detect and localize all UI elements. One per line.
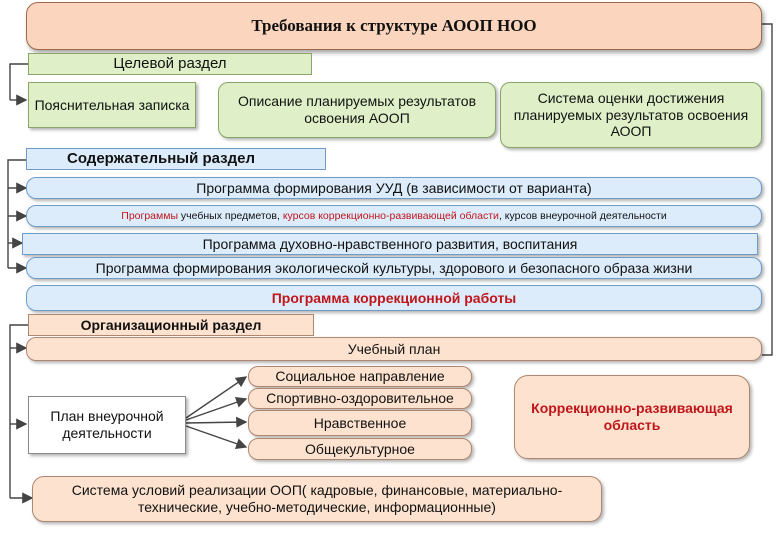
direction-cultural: Общекультурное bbox=[248, 438, 472, 460]
curriculum-box: Учебный план bbox=[26, 337, 762, 361]
title-text: Требования к структуре АООП НОО bbox=[251, 15, 537, 35]
correction-area-box: Коррекционно-развивающая область bbox=[514, 375, 750, 459]
direction-social: Социальное направление bbox=[248, 366, 472, 387]
content-section-label: Содержательный раздел bbox=[67, 150, 256, 167]
ecology-program-box: Программа формирования экологической кул… bbox=[26, 257, 762, 279]
content-section-header: Содержательный раздел bbox=[26, 148, 326, 170]
conditions-box: Система условий реализации ООП( кадровые… bbox=[32, 476, 602, 522]
spiritual-program-text: Программа духовно-нравственного развития… bbox=[202, 235, 578, 252]
planned-results-box: Описание планируемых результатов освоени… bbox=[218, 82, 496, 138]
spiritual-program-box: Программа духовно-нравственного развития… bbox=[22, 233, 758, 255]
extracurricular-plan-box: План внеурочной деятельности bbox=[28, 396, 186, 454]
org-section-header: Организационный раздел bbox=[28, 314, 314, 336]
curriculum-text: Учебный план bbox=[347, 340, 441, 357]
correction-program-box: Программа коррекционной работы bbox=[26, 285, 762, 311]
direction-cultural-text: Общекультурное bbox=[305, 440, 415, 457]
subjects-correction-courses: курсов коррекционно-развивающей области bbox=[282, 209, 499, 222]
extracurricular-plan-text: План внеурочной деятельности bbox=[50, 408, 164, 441]
uud-program-box: Программа формирования УУД (в зависимост… bbox=[26, 177, 762, 199]
explanatory-note-text: Пояснительная записка bbox=[34, 96, 190, 113]
assessment-system-text: Система оценки достижения планируемых ре… bbox=[513, 89, 749, 140]
assessment-system-box: Система оценки достижения планируемых ре… bbox=[500, 82, 762, 148]
uud-program-text: Программа формирования УУД (в зависимост… bbox=[196, 179, 592, 196]
target-section-label: Целевой раздел bbox=[113, 55, 227, 72]
planned-results-text: Описание планируемых результатов освоени… bbox=[237, 93, 477, 126]
subjects-program-box: Программы учебных предметов, курсов корр… bbox=[26, 205, 762, 227]
correction-program-text: Программа коррекционной работы bbox=[271, 289, 517, 306]
correction-area-text: Коррекционно-развивающая область bbox=[531, 400, 733, 433]
subjects-prefix: Программы bbox=[121, 209, 178, 222]
direction-moral: Нравственное bbox=[248, 410, 472, 436]
direction-moral-text: Нравственное bbox=[313, 414, 407, 431]
subjects-tail: , курсов внеурочной деятельности bbox=[498, 209, 667, 222]
conditions-text: Система условий реализации ООП( кадровые… bbox=[71, 482, 563, 515]
org-section-label: Организационный раздел bbox=[80, 316, 262, 333]
target-section-header: Целевой раздел bbox=[28, 53, 312, 75]
subjects-mid: учебных предметов, bbox=[178, 209, 283, 222]
direction-sports-health-text: Спортивно-оздоровительное bbox=[266, 390, 454, 407]
direction-social-text: Социальное направление bbox=[275, 368, 445, 385]
explanatory-note-box: Пояснительная записка bbox=[28, 82, 196, 128]
page-title: Требования к структуре АООП НОО bbox=[26, 2, 762, 50]
ecology-program-text: Программа формирования экологической кул… bbox=[95, 259, 693, 276]
direction-sports-health: Спортивно-оздоровительное bbox=[248, 388, 472, 409]
subjects-program-text: Программы учебных предметов, курсов корр… bbox=[121, 210, 666, 223]
